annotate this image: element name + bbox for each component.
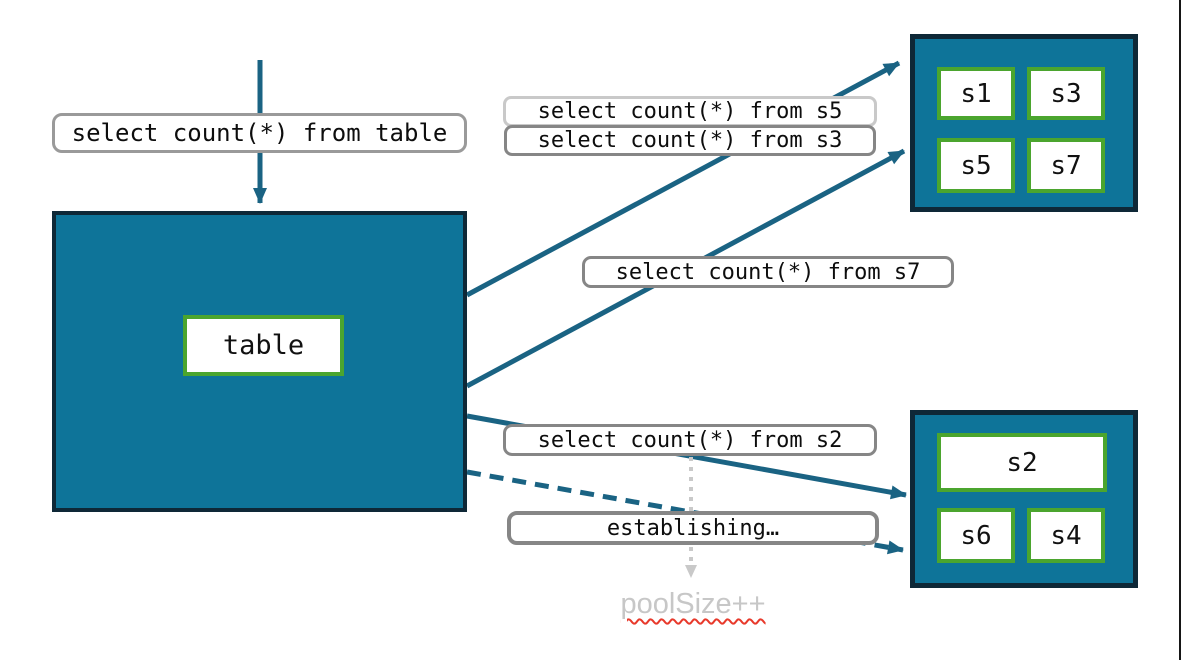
poolsize-annotation: poolSize++ xyxy=(620,588,766,620)
shard-group-top: s1 s3 s5 s7 xyxy=(910,34,1138,212)
table-label-text: table xyxy=(222,330,305,361)
query-label-establishing: establishing… xyxy=(507,511,879,545)
shard-s3: s3 xyxy=(1027,67,1105,120)
query-label-table: select count(*) from table xyxy=(52,113,467,153)
query-label-s5: select count(*) from s5 xyxy=(503,96,877,127)
shard-s4: s4 xyxy=(1027,508,1105,563)
shard-s7-label: s7 xyxy=(1050,150,1082,181)
shard-s4-label: s4 xyxy=(1050,520,1082,551)
shard-s3-label: s3 xyxy=(1050,78,1082,109)
shard-s2: s2 xyxy=(937,433,1107,492)
shard-s2-label: s2 xyxy=(1006,447,1038,478)
shard-s1: s1 xyxy=(937,67,1015,120)
shard-group-bottom: s2 s6 s4 xyxy=(910,410,1138,588)
query-label-s3: select count(*) from s3 xyxy=(504,125,876,156)
query-label-s7: select count(*) from s7 xyxy=(582,256,954,288)
shard-s5: s5 xyxy=(937,138,1015,193)
shard-s1-label: s1 xyxy=(960,78,992,109)
table-label: table xyxy=(183,315,344,376)
table-box: table xyxy=(52,211,467,512)
shard-s6-label: s6 xyxy=(960,520,992,551)
shard-s5-label: s5 xyxy=(960,150,992,181)
query-label-s2: select count(*) from s2 xyxy=(503,424,877,456)
slide-right-border xyxy=(1179,0,1181,660)
shard-s7: s7 xyxy=(1027,138,1105,193)
shard-s6: s6 xyxy=(937,508,1015,563)
